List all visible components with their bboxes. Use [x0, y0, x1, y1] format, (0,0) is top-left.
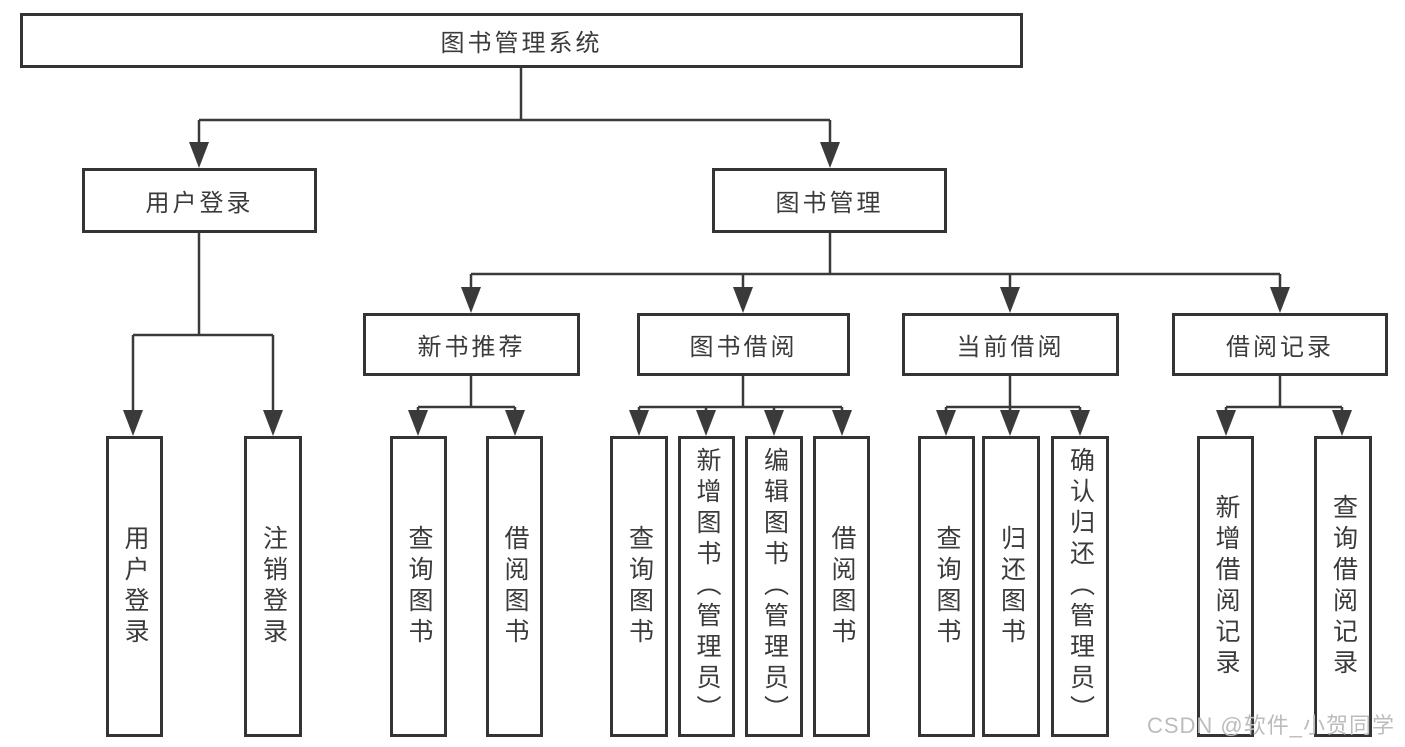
leaf-recommend-query-books: 查询图书: [390, 436, 447, 737]
leaf-records-add-record: 新增借阅记录: [1197, 436, 1254, 737]
csdn-watermark: CSDN @软件_小贺同学: [1146, 713, 1395, 738]
node-book-management: 图书管理: [712, 168, 947, 233]
leaf-records-query-record: 查询借阅记录: [1314, 436, 1372, 737]
node-borrow-records: 借阅记录: [1172, 313, 1388, 376]
leaf-borrow-borrow-books: 借阅图书: [813, 436, 870, 737]
node-current-borrow: 当前借阅: [902, 313, 1119, 376]
node-book-borrow: 图书借阅: [637, 313, 850, 376]
node-user-login: 用户登录: [82, 168, 317, 233]
leaf-current-query-books: 查询图书: [918, 436, 975, 737]
leaf-current-return-books: 归还图书: [982, 436, 1040, 737]
node-library-system: 图书管理系统: [20, 13, 1023, 68]
leaf-current-confirm-return-admin: 确认归还（管理员）: [1051, 436, 1109, 737]
leaf-borrow-edit-books-admin: 编辑图书（管理员）: [745, 436, 803, 737]
leaf-logout-login: 注销登录: [244, 436, 302, 737]
leaf-user-login: 用户登录: [106, 436, 163, 737]
leaf-borrow-query-books: 查询图书: [610, 436, 668, 737]
leaf-borrow-add-books-admin: 新增图书（管理员）: [678, 436, 735, 737]
leaf-recommend-borrow-books: 借阅图书: [486, 436, 543, 737]
node-new-book-recommend: 新书推荐: [363, 313, 580, 376]
